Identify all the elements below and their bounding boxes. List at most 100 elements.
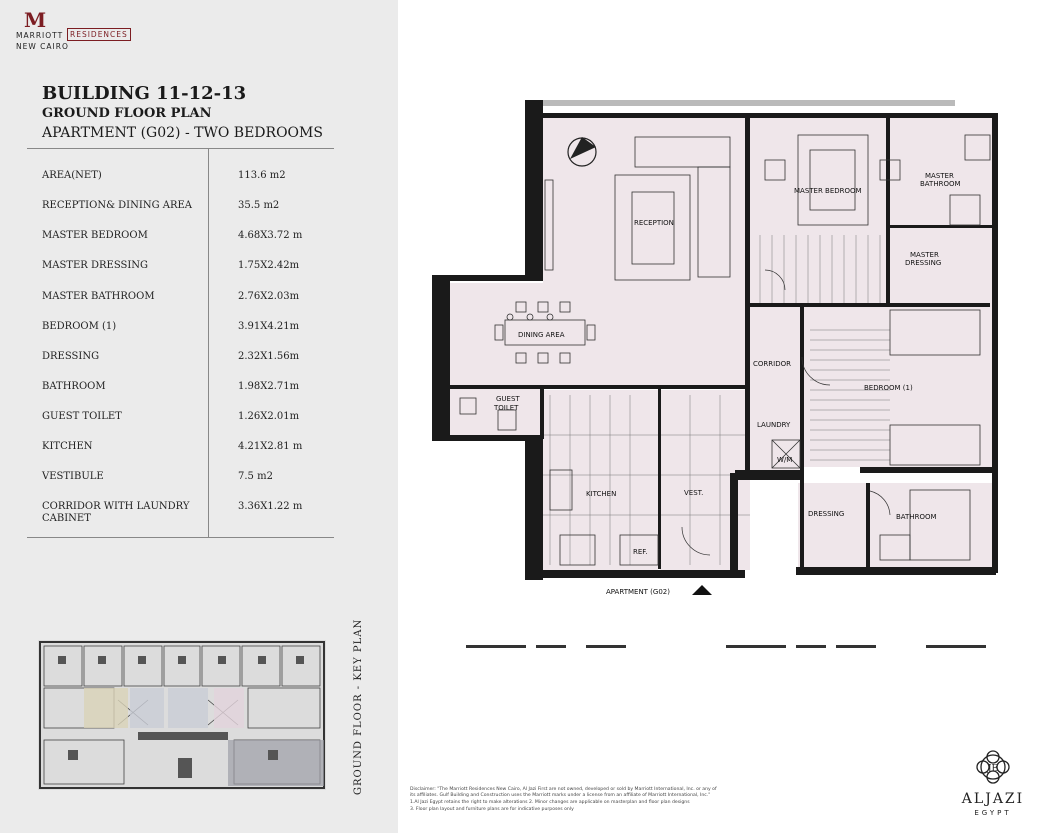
wall — [796, 567, 996, 575]
label-apartment: APARTMENT (G02) — [606, 588, 670, 596]
bathroom-room — [868, 483, 992, 568]
bedroom1-room — [802, 307, 992, 467]
wall — [525, 100, 543, 275]
wall — [432, 435, 542, 441]
area-label: VESTIBULE — [42, 471, 104, 482]
key-plan-label: GROUND FLOOR - KEY PLAN — [353, 618, 364, 795]
apartment-title: APARTMENT (G02) - TWO BEDROOMS — [42, 125, 323, 141]
wall — [750, 303, 990, 307]
area-label: MASTER BATHROOM — [42, 291, 155, 302]
wall — [658, 389, 661, 569]
guest-toilet-room — [450, 385, 540, 435]
area-value: 3.36X1.22 m — [238, 501, 303, 512]
compass-icon — [567, 137, 597, 167]
area-value: 2.32X1.56m — [238, 351, 300, 362]
area-label: KITCHEN — [42, 441, 93, 452]
aljazi-logo: JE ALJAZI EGYPT — [955, 745, 1031, 825]
label-dressing: DRESSING — [808, 510, 844, 518]
wall — [886, 117, 890, 307]
brand-residences: RESIDENCES — [67, 28, 131, 41]
marriott-m-icon: M — [24, 8, 46, 32]
key-plan — [38, 640, 326, 790]
disclaimer: Disclaimer: "The Marriott Residences New… — [410, 787, 720, 814]
corridor-room — [750, 305, 802, 473]
label-guest-toilet: TOILET — [493, 404, 519, 412]
area-value: 7.5 m2 — [238, 471, 273, 482]
wall — [860, 467, 992, 473]
label-master-bedroom: MASTER BEDROOM — [794, 187, 862, 195]
label-master-bathroom: MASTER — [925, 172, 954, 180]
disclaimer-text: Disclaimer: "The Marriott Residences New… — [410, 787, 717, 798]
marriott-logo: M MARRIOTT RESIDENCES NEW CAIRO — [16, 8, 146, 51]
developer-name: ALJAZI — [961, 791, 1025, 807]
area-value: 2.76X2.03m — [238, 291, 300, 302]
table-column-divider — [208, 148, 209, 537]
wall — [450, 385, 748, 389]
entrance-arrow-icon — [692, 585, 712, 595]
developer-country: EGYPT — [974, 809, 1012, 817]
area-label: CORRIDOR WITH LAUNDRY CABINET — [42, 501, 190, 524]
key-plan-strip — [466, 645, 986, 648]
wall — [745, 113, 750, 473]
aljazi-emblem-icon: JE — [976, 750, 1010, 784]
label-dining: DINING AREA — [518, 331, 565, 339]
area-label: GUEST TOILET — [42, 411, 122, 422]
area-label: AREA(NET) — [42, 170, 102, 181]
room-labels: RECEPTION DINING AREA MASTER BEDROOM MAS… — [493, 172, 961, 596]
area-value: 113.6 m2 — [238, 170, 286, 181]
area-value: 35.5 m2 — [238, 200, 280, 211]
area-value: 1.75X2.42m — [238, 260, 300, 271]
label-reception: RECEPTION — [634, 219, 674, 227]
wall — [540, 389, 544, 439]
area-label: MASTER BEDROOM — [42, 230, 148, 241]
wall — [730, 473, 738, 578]
area-label: RECEPTION& DINING AREA — [42, 200, 193, 211]
wall — [525, 113, 995, 118]
master-bedroom-room — [746, 117, 886, 327]
label-bathroom: BATHROOM — [896, 513, 937, 521]
wall — [890, 225, 992, 228]
apartment-floor-plan: RECEPTION DINING AREA MASTER BEDROOM MAS… — [432, 100, 998, 596]
label-master-dressing: DRESSING — [905, 259, 941, 267]
wall — [866, 483, 870, 568]
area-value: 4.21X2.81 m — [238, 441, 303, 452]
label-wm: W/M — [777, 456, 792, 464]
label-master-dressing: MASTER — [910, 251, 939, 259]
label-laundry: LAUNDRY — [757, 421, 791, 429]
table-top-divider — [27, 148, 334, 149]
brand-city: NEW CAIRO — [16, 42, 69, 51]
area-label: BEDROOM (1) — [42, 321, 117, 332]
wall — [525, 435, 543, 580]
label-bedroom1: BEDROOM (1) — [864, 384, 913, 392]
table-bottom-divider — [27, 537, 334, 538]
area-label: MASTER DRESSING — [42, 260, 149, 271]
label-corridor: CORRIDOR — [753, 360, 791, 368]
disclaimer-text: 1.Al Jazi Egypt retains the right to mak… — [410, 800, 690, 805]
label-master-bathroom: BATHROOM — [920, 180, 961, 188]
area-label: BATHROOM — [42, 381, 106, 392]
area-label: DRESSING — [42, 351, 100, 362]
dining-room — [450, 283, 746, 385]
wall — [525, 100, 955, 106]
wall — [735, 470, 800, 480]
disclaimer-text: 3. Floor plan layout and furniture plans… — [410, 807, 574, 812]
label-kitchen: KITCHEN — [586, 490, 616, 498]
building-title: BUILDING 11-12-13 — [42, 83, 247, 104]
area-value: 1.26X2.01m — [238, 411, 300, 422]
aljazi-monogram: JE — [987, 764, 998, 774]
wall — [525, 570, 745, 578]
wall — [800, 307, 804, 567]
area-value: 4.68X3.72 m — [238, 230, 303, 241]
wall — [432, 275, 543, 281]
label-vestibule: VEST. — [684, 489, 703, 497]
master-dressing-room — [890, 227, 992, 307]
kitchen-room — [543, 390, 658, 570]
wall — [432, 275, 450, 435]
label-ref: REF. — [633, 548, 647, 556]
info-panel: M MARRIOTT RESIDENCES NEW CAIRO BUILDING… — [0, 0, 398, 833]
floor-subtitle: GROUND FLOOR PLAN — [42, 106, 212, 121]
label-guest-toilet: GUEST — [496, 395, 520, 403]
area-value: 1.98X2.71m — [238, 381, 300, 392]
brand-name: MARRIOTT — [16, 31, 64, 40]
area-value: 3.91X4.21m — [238, 321, 300, 332]
